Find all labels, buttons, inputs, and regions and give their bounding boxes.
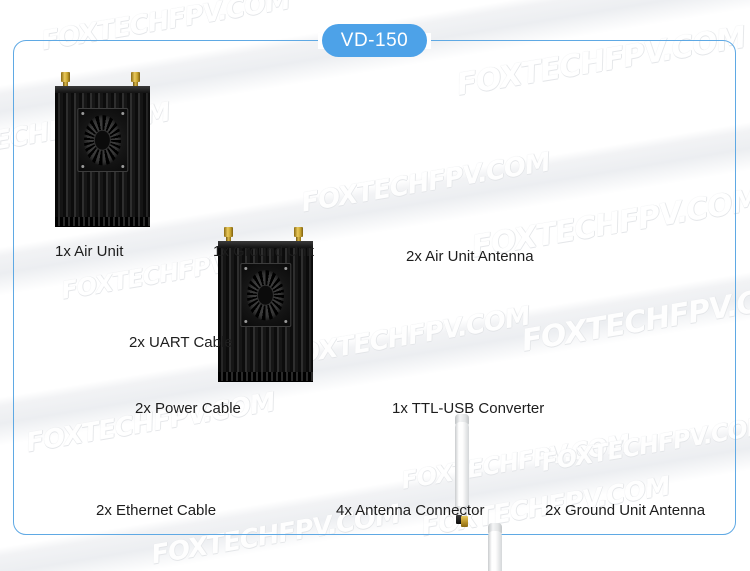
caption-ethernet-cable: 2x Ethernet Cable bbox=[96, 502, 217, 519]
caption-ground-unit-antenna: 2x Ground Unit Antenna bbox=[545, 502, 706, 519]
bottom-edge bbox=[55, 217, 150, 227]
bottom-edge bbox=[218, 372, 313, 382]
title-badge: VD-150 bbox=[322, 24, 427, 57]
product-air-unit[interactable] bbox=[55, 72, 150, 227]
caption-air-unit: 1x Air Unit bbox=[55, 243, 124, 260]
caption-antenna-connector: 4x Antenna Connector bbox=[336, 502, 485, 519]
fan-housing bbox=[239, 263, 292, 328]
title-badge-label: VD-150 bbox=[340, 29, 409, 51]
antenna-tube bbox=[455, 422, 469, 513]
fan-housing bbox=[76, 108, 129, 173]
fan-hub bbox=[94, 129, 111, 151]
top-edge bbox=[55, 86, 150, 93]
caption-power-cable: 2x Power Cable bbox=[135, 400, 241, 417]
caption-uart-cable: 2x UART Cable bbox=[129, 334, 233, 351]
antenna-tube bbox=[488, 531, 502, 571]
caption-air-unit-antenna: 2x Air Unit Antenna bbox=[406, 248, 534, 265]
caption-ttl-usb-converter: 1x TTL-USB Converter bbox=[392, 400, 545, 417]
caption-ground-unit: 1x Ground Unit bbox=[213, 243, 314, 260]
fan-hub bbox=[257, 284, 274, 306]
product-air-unit-antenna[interactable] bbox=[488, 523, 502, 571]
